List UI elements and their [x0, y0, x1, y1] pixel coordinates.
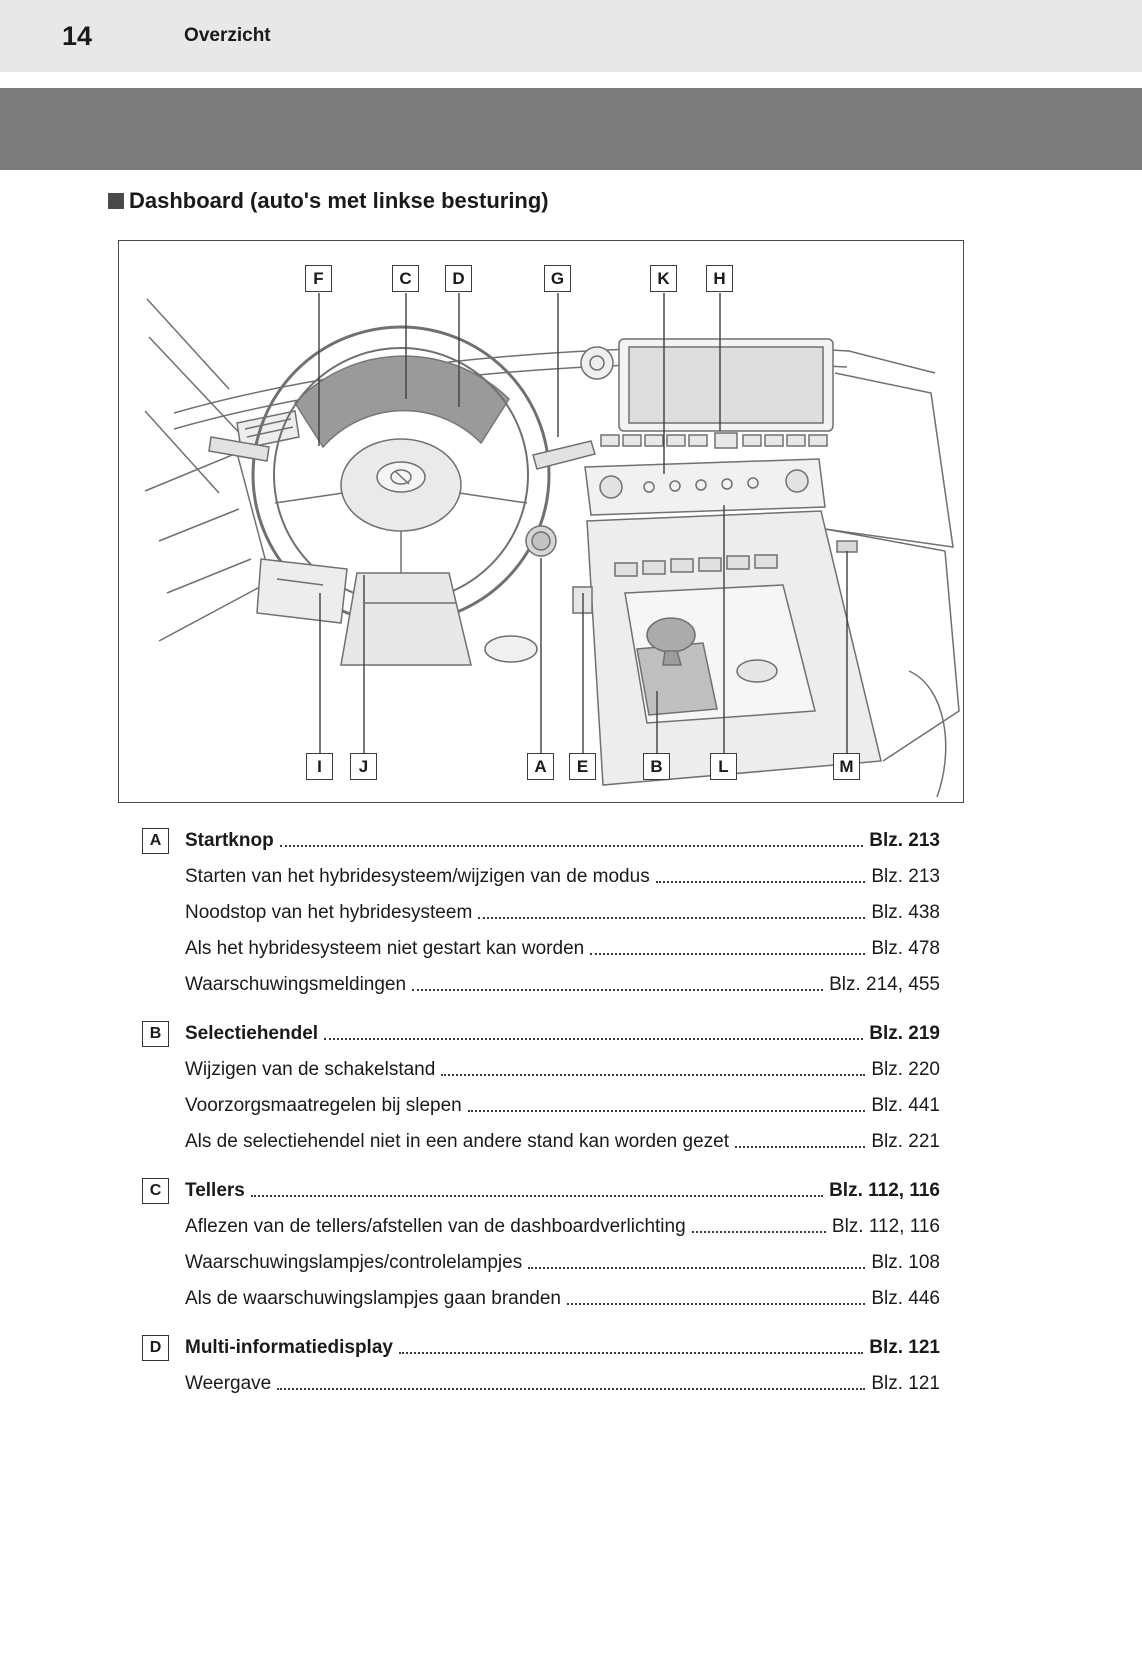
legend-subentry: Weergave Blz. 121: [118, 1373, 940, 1395]
dotted-leader: [478, 917, 866, 919]
square-bullet-icon: [108, 193, 124, 209]
subentry-page: Blz. 121: [871, 1373, 940, 1394]
page-body: Dashboard (auto's met linkse besturing): [0, 188, 1142, 1395]
callout-lines: [318, 293, 848, 753]
entry-key: B: [142, 1021, 169, 1047]
legend-subentry: Wijzigen van de schakelstand Blz. 220: [118, 1059, 940, 1081]
callout-label-L: L: [710, 753, 737, 780]
legend-subentry: Noodstop van het hybridesysteem Blz. 438: [118, 902, 940, 924]
dotted-leader: [441, 1074, 866, 1076]
callout-label-D: D: [445, 265, 472, 292]
dotted-leader: [412, 989, 824, 991]
subentry-page: Blz. 220: [871, 1059, 940, 1080]
callout-label-B: B: [643, 753, 670, 780]
callout-label-I: I: [306, 753, 333, 780]
subentry-page: Blz. 441: [871, 1095, 940, 1116]
entry-page: Blz. 213: [869, 830, 940, 851]
page-title: Dashboard (auto's met linkse besturing): [108, 188, 1052, 214]
dotted-leader: [279, 845, 864, 847]
subentry-page: Blz. 438: [871, 902, 940, 923]
page-header: 14 Overzicht: [0, 0, 1142, 72]
subentry-text: Als de selectiehendel niet in een andere…: [185, 1131, 729, 1152]
subentry-text: Waarschuwingslampjes/controlelampjes: [185, 1252, 523, 1273]
subentry-page: Blz. 112, 116: [831, 1216, 940, 1237]
entry-page: Blz. 219: [869, 1023, 940, 1044]
callout-label-H: H: [706, 265, 733, 292]
subentry-text: Als het hybridesysteem niet gestart kan …: [185, 938, 585, 959]
legend-subentry: Aflezen van de tellers/afstellen van de …: [118, 1216, 940, 1238]
entry-key: A: [142, 828, 169, 854]
dotted-leader: [691, 1231, 826, 1233]
dotted-leader: [277, 1388, 866, 1390]
subentry-text: Noodstop van het hybridesysteem: [185, 902, 473, 923]
subentry-text: Weergave: [185, 1373, 272, 1394]
dotted-leader: [250, 1195, 824, 1197]
entry-page: Blz. 112, 116: [829, 1180, 940, 1201]
entry-page: Blz. 121: [869, 1337, 940, 1358]
dashboard-diagram: F C D G K H I J A E B L M: [118, 240, 964, 803]
entry-title: Tellers: [185, 1180, 245, 1201]
subentry-page: Blz. 108: [871, 1252, 940, 1273]
callout-label-M: M: [833, 753, 860, 780]
subentry-text: Voorzorgsmaatregelen bij slepen: [185, 1095, 462, 1116]
legend-subentry: Waarschuwingsmeldingen Blz. 214, 455: [118, 974, 940, 996]
legend-entry-A: A Startknop Blz. 213: [118, 826, 940, 854]
dotted-leader: [655, 881, 866, 883]
chapter-banner: [0, 88, 1142, 170]
callout-label-A: A: [527, 753, 554, 780]
entry-title: Selectiehendel: [185, 1023, 319, 1044]
legend-subentry: Als de waarschuwingslampjes gaan branden…: [118, 1288, 940, 1310]
subentry-text: Starten van het hybridesysteem/wijzigen …: [185, 866, 650, 887]
subentry-text: Wijzigen van de schakelstand: [185, 1059, 436, 1080]
legend-subentry: Voorzorgsmaatregelen bij slepen Blz. 441: [118, 1095, 940, 1117]
callout-label-K: K: [650, 265, 677, 292]
legend-subentry: Starten van het hybridesysteem/wijzigen …: [118, 866, 940, 888]
callout-label-E: E: [569, 753, 596, 780]
subentry-text: Aflezen van de tellers/afstellen van de …: [185, 1216, 686, 1237]
legend-entry-D: D Multi-informatiedisplay Blz. 121: [118, 1333, 940, 1361]
dotted-leader: [735, 1146, 866, 1148]
subentry-text: Waarschuwingsmeldingen: [185, 974, 407, 995]
legend-subentry: Als het hybridesysteem niet gestart kan …: [118, 938, 940, 960]
dotted-leader: [528, 1267, 866, 1269]
dotted-leader: [567, 1303, 866, 1305]
legend-subentry: Waarschuwingslampjes/controlelampjes Blz…: [118, 1252, 940, 1274]
subentry-page: Blz. 214, 455: [829, 974, 940, 995]
callout-label-C: C: [392, 265, 419, 292]
entry-key: C: [142, 1178, 169, 1204]
subentry-page: Blz. 213: [871, 866, 940, 887]
legend-entry-C: C Tellers Blz. 112, 116: [118, 1176, 940, 1204]
dotted-leader: [467, 1110, 866, 1112]
callout-label-J: J: [350, 753, 377, 780]
subentry-text: Als de waarschuwingslampjes gaan branden: [185, 1288, 562, 1309]
callout-label-F: F: [305, 265, 332, 292]
entry-title: Startknop: [185, 830, 274, 851]
legend-subentry: Als de selectiehendel niet in een andere…: [118, 1131, 940, 1153]
section-title: Overzicht: [184, 25, 271, 46]
dashboard-illustration: [144, 293, 960, 798]
line-art: [144, 298, 960, 798]
page-number: 14: [62, 20, 93, 51]
dotted-leader: [590, 953, 866, 955]
entry-key: D: [142, 1335, 169, 1361]
legend-entry-B: B Selectiehendel Blz. 219: [118, 1019, 940, 1047]
legend-list: A Startknop Blz. 213 Starten van het hyb…: [118, 826, 940, 1395]
subentry-page: Blz. 446: [871, 1288, 940, 1309]
entry-title: Multi-informatiedisplay: [185, 1337, 393, 1358]
page-title-text: Dashboard (auto's met linkse besturing): [129, 188, 549, 213]
subentry-page: Blz. 478: [871, 938, 940, 959]
dotted-leader: [398, 1352, 864, 1354]
dotted-leader: [324, 1038, 864, 1040]
callout-label-G: G: [544, 265, 571, 292]
subentry-page: Blz. 221: [871, 1131, 940, 1152]
